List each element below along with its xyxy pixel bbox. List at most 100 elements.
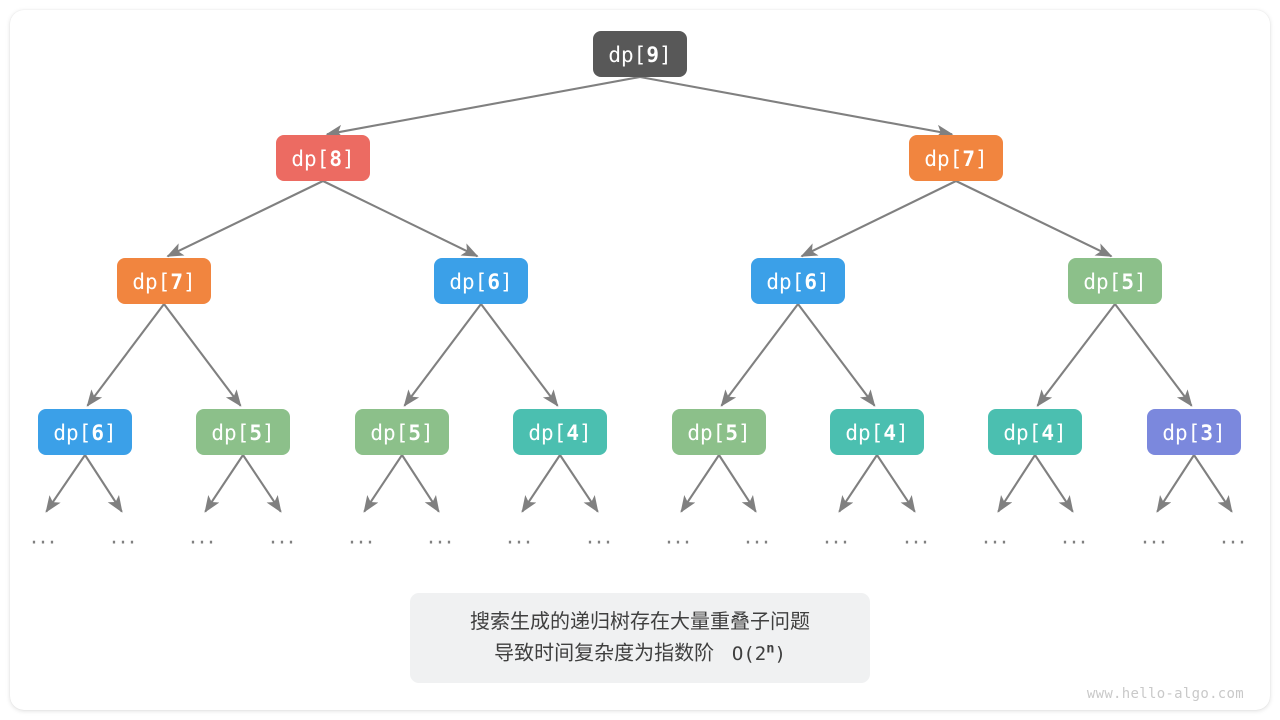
tree-node[interactable]: dp[4]	[988, 409, 1082, 455]
tree-edge-stub	[401, 454, 440, 513]
tree-node-label: dp[5]	[370, 421, 433, 445]
tree-node[interactable]: dp[5]	[672, 409, 766, 455]
tree-ellipsis: ...	[31, 525, 58, 550]
tree-node-label: dp[5]	[211, 421, 274, 445]
tree-node[interactable]: dp[6]	[434, 258, 528, 304]
tree-ellipsis: ...	[904, 525, 931, 550]
tree-edge-stub	[876, 454, 916, 513]
tree-edge	[639, 75, 954, 139]
tree-node-box[interactable]	[276, 135, 370, 181]
tree-ellipsis: ...	[190, 525, 217, 550]
tree-ellipsis: ...	[507, 525, 534, 550]
tree-edge	[166, 180, 324, 258]
tree-ellipsis: ...	[745, 525, 772, 550]
tree-edge	[800, 180, 957, 258]
tree-node[interactable]: dp[7]	[909, 135, 1003, 181]
tree-node-label: dp[6]	[766, 270, 829, 294]
complexity-suffix: )	[774, 642, 786, 665]
tree-edge	[797, 303, 876, 407]
tree-edge-stub	[521, 454, 561, 513]
caption-complexity: O(2n)	[720, 640, 786, 665]
caption-line-1: 搜索生成的递归树存在大量重叠子问题	[470, 609, 810, 634]
tree-node[interactable]: dp[6]	[38, 409, 132, 455]
tree-node-label: dp[6]	[449, 270, 512, 294]
tree-edge-stub	[45, 454, 86, 513]
tree-ellipses: ........................................…	[31, 525, 1248, 550]
tree-ellipsis: ...	[428, 525, 455, 550]
tree-ellipsis: ...	[349, 525, 376, 550]
tree-node-label: dp[4]	[1003, 421, 1066, 445]
caption-line-2-prefix: 导致时间复杂度为指数阶	[494, 640, 715, 665]
tree-edge-stub	[1193, 454, 1233, 513]
tree-node-label: dp[5]	[1083, 270, 1146, 294]
tree-node[interactable]: dp[5]	[355, 409, 449, 455]
tree-edge	[325, 75, 641, 139]
tree-edge-stub	[1034, 454, 1074, 513]
tree-edge	[720, 303, 799, 407]
tree-ellipsis: ...	[1142, 525, 1169, 550]
tree-node-box[interactable]	[38, 409, 132, 455]
tree-edge-stub	[242, 454, 282, 513]
tree-nodes: dp[9] dp[8] dp[7] dp[7] dp[6] dp[6] dp[5] dp[6]…	[38, 31, 1241, 455]
tree-ellipsis: ...	[587, 525, 614, 550]
tree-node-label: dp[7]	[132, 270, 195, 294]
tree-node[interactable]: dp[7]	[117, 258, 211, 304]
tree-node-box[interactable]	[1068, 258, 1162, 304]
tree-node-label: dp[9]	[608, 43, 671, 67]
tree-node-box[interactable]	[751, 258, 845, 304]
tree-edge-stub	[680, 454, 720, 513]
tree-node-box[interactable]	[434, 258, 528, 304]
caption-line-2: 导致时间复杂度为指数阶 O(2n)	[494, 640, 786, 666]
tree-node-label: dp[6]	[53, 421, 116, 445]
tree-edge-stub	[204, 454, 244, 513]
tree-edge	[322, 180, 479, 258]
tree-node-box[interactable]	[355, 409, 449, 455]
tree-edge	[86, 303, 165, 407]
tree-node-label: dp[4]	[845, 421, 908, 445]
tree-node-box[interactable]	[830, 409, 924, 455]
tree-node-box[interactable]	[513, 409, 607, 455]
tree-edge-stub	[84, 454, 123, 513]
tree-ellipsis: ...	[824, 525, 851, 550]
tree-node-box[interactable]	[117, 258, 211, 304]
tree-edge	[163, 303, 242, 407]
tree-node[interactable]: dp[6]	[751, 258, 845, 304]
tree-node-box[interactable]	[593, 31, 687, 77]
tree-edge-stub	[718, 454, 757, 513]
tree-edge	[403, 303, 482, 407]
tree-edges	[45, 75, 1233, 513]
tree-edge-stub	[363, 454, 403, 513]
tree-edge-stub	[838, 454, 878, 513]
tree-ellipsis: ...	[111, 525, 138, 550]
tree-node[interactable]: dp[8]	[276, 135, 370, 181]
tree-node[interactable]: dp[9]	[593, 31, 687, 77]
tree-node[interactable]: dp[5]	[196, 409, 290, 455]
tree-node-label: dp[4]	[528, 421, 591, 445]
tree-ellipsis: ...	[666, 525, 693, 550]
tree-ellipsis: ...	[270, 525, 297, 550]
caption-box: 搜索生成的递归树存在大量重叠子问题 导致时间复杂度为指数阶 O(2n)	[410, 593, 870, 683]
tree-edge	[1036, 303, 1116, 407]
tree-node-box[interactable]	[196, 409, 290, 455]
tree-node-label: dp[3]	[1162, 421, 1225, 445]
tree-ellipsis: ...	[1221, 525, 1248, 550]
tree-node-box[interactable]	[672, 409, 766, 455]
complexity-exponent: n	[766, 640, 775, 657]
tree-node[interactable]: dp[3]	[1147, 409, 1241, 455]
tree-edge-stub	[997, 454, 1036, 513]
tree-edge	[955, 180, 1113, 258]
tree-node[interactable]: dp[4]	[513, 409, 607, 455]
tree-ellipsis: ...	[1062, 525, 1089, 550]
tree-node-box[interactable]	[909, 135, 1003, 181]
watermark: www.hello-algo.com	[1086, 686, 1244, 702]
tree-node-box[interactable]	[1147, 409, 1241, 455]
tree-edge-stub	[1156, 454, 1195, 513]
tree-edge	[480, 303, 559, 407]
complexity-base: O(2	[731, 642, 767, 665]
tree-node[interactable]: dp[4]	[830, 409, 924, 455]
tree-edge	[1114, 303, 1193, 407]
tree-node[interactable]: dp[5]	[1068, 258, 1162, 304]
tree-node-box[interactable]	[988, 409, 1082, 455]
